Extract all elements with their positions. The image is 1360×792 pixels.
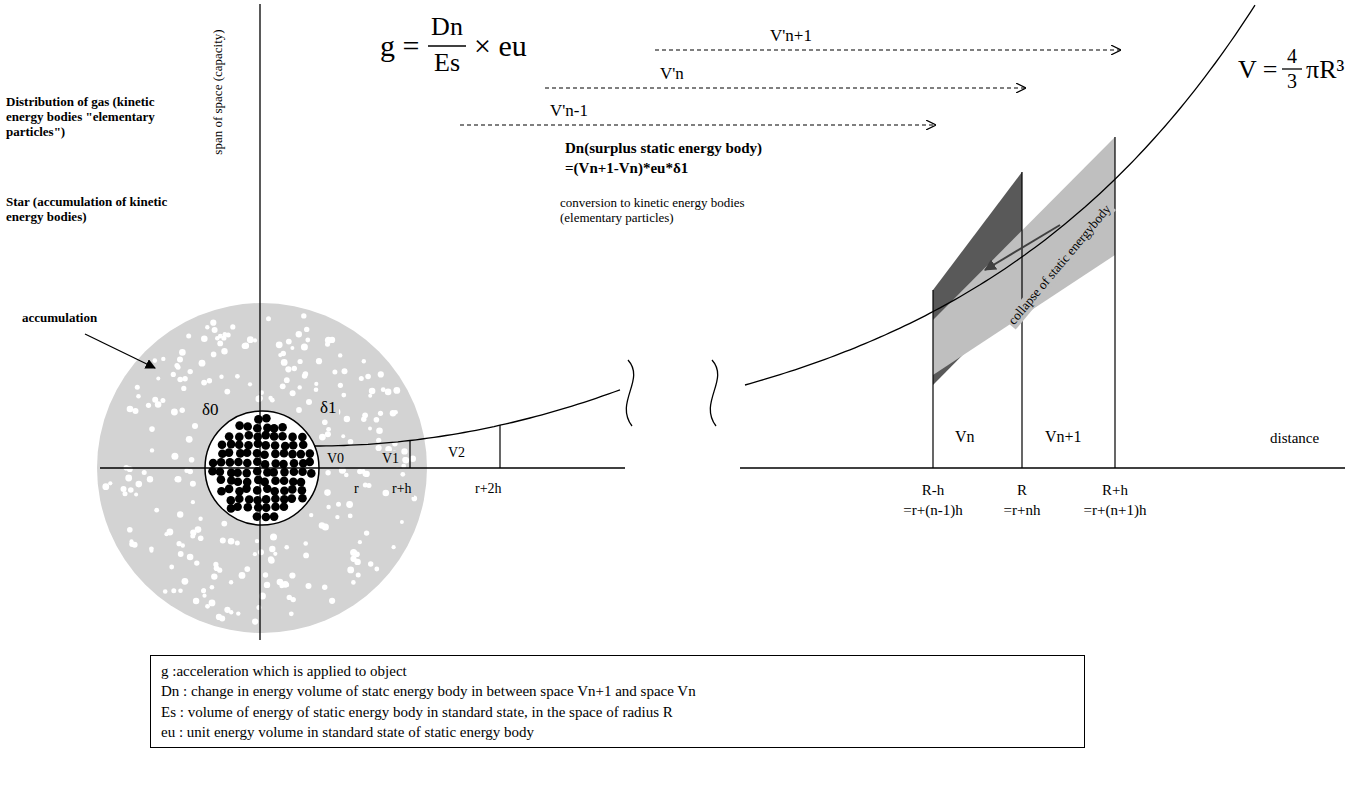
annotation: accumulation <box>22 311 97 326</box>
collapse-arrow <box>985 225 1060 270</box>
axis-break <box>626 360 633 426</box>
formula-part: Es <box>434 48 460 78</box>
formula-part: V = <box>1238 55 1277 85</box>
fraction-bar <box>428 45 466 47</box>
volume-label: V0 <box>325 451 346 467</box>
shell-divider <box>932 290 933 468</box>
distance-label: R+h <box>1102 482 1128 499</box>
distance-label: =r+nh <box>1004 502 1041 519</box>
axis-label: span of space (capacity) <box>211 29 226 154</box>
shell-divider <box>1114 137 1115 468</box>
density-symbol: δ0 <box>200 400 221 420</box>
axis-break <box>710 360 717 426</box>
volume-curve <box>745 5 1255 385</box>
volume-curve <box>314 390 620 446</box>
axis-label: distance <box>1270 430 1319 447</box>
dashed-arrow <box>460 124 935 125</box>
formula-note: Dn(surplus static energy body) <box>565 140 762 157</box>
volume-label: V2 <box>448 445 465 461</box>
distance-label: =r+(n+1)h <box>1084 502 1147 519</box>
shell-divider <box>409 440 410 468</box>
formula-part: × eu <box>474 29 527 64</box>
definition-line: eu : unit energy volume in standard stat… <box>161 722 1074 742</box>
formula-part: g = <box>380 29 419 64</box>
distance-label: r+h <box>390 481 414 497</box>
formula-note: =(Vn+1-Vn)*eu*δ1 <box>565 160 688 177</box>
distance-label: =r+(n-1)h <box>903 502 962 519</box>
annotation: conversion to kinetic energy bodies (ele… <box>560 196 780 226</box>
distance-label: r <box>352 481 361 497</box>
horizontal-axis <box>740 467 1345 468</box>
definition-line: Dn : change in energy volume of statc en… <box>161 681 1074 701</box>
annotation: Distribution of gas (kinetic energy bodi… <box>6 95 156 140</box>
formula-part: 3 <box>1287 70 1297 93</box>
distance-label: r+2h <box>475 481 502 497</box>
distance-label: R <box>1017 482 1027 499</box>
leader-arrow <box>85 334 155 368</box>
definition-box: g :acceleration which is applied to obje… <box>150 655 1085 748</box>
formula-part: Dn <box>431 12 463 42</box>
density-symbol: δ1 <box>318 398 339 418</box>
volume-label: V1 <box>380 451 401 467</box>
volume-label: Vn <box>955 428 975 446</box>
vertical-axis <box>259 4 260 640</box>
dashed-arrow <box>655 49 1120 50</box>
dashed-arrow <box>545 87 1025 88</box>
definition-line: Es : volume of energy of static energy b… <box>161 702 1074 722</box>
volume-label: V'n-1 <box>550 101 588 121</box>
formula-part: 4 <box>1287 45 1297 68</box>
shell-divider <box>499 425 500 468</box>
volume-label: Vn+1 <box>1045 428 1082 446</box>
formula-part: πR³ <box>1306 55 1344 85</box>
distance-label: R-h <box>922 482 945 499</box>
horizontal-axis <box>100 467 625 468</box>
definition-line: g :acceleration which is applied to obje… <box>161 661 1074 681</box>
annotation: Star (accumulation of kinetic energy bod… <box>6 195 196 225</box>
volume-label: V'n <box>660 64 684 84</box>
volume-label: V'n+1 <box>770 26 812 46</box>
fraction-bar <box>1282 68 1302 69</box>
